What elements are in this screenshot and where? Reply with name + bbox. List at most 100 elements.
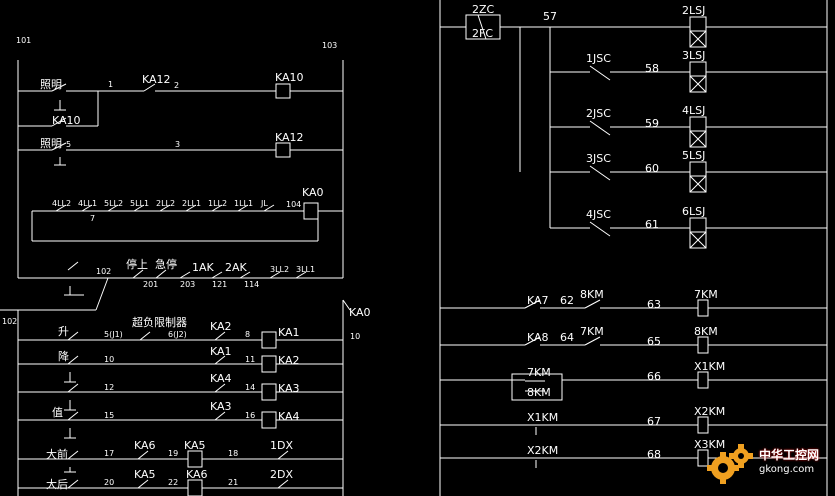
wire-label: 59 (645, 117, 659, 130)
coil-ka3 (261, 383, 277, 401)
rung-forward: 大前 17 KA6 19 KA5 18 1DX (18, 439, 343, 473)
lsj-branches: 2LSJ1JSC583LSJ2JSC594LSJ3JSC605LSJ4JSC61… (550, 4, 827, 249)
wire-label: 67 (647, 415, 661, 428)
coil-label: X1KM (694, 360, 725, 373)
coil-label: 7KM (694, 288, 718, 301)
coil-ka5 (187, 450, 203, 468)
watermark-domain: gkong.com (759, 464, 815, 475)
coil-x2km (697, 416, 709, 434)
contact-blade (524, 336, 541, 346)
wire-label: 68 (647, 448, 661, 461)
coil-body (689, 130, 707, 148)
interlock-label: 8KM (580, 288, 604, 301)
coil-label: 5LSJ (682, 149, 705, 162)
coil-hatch (689, 75, 707, 93)
wire-label: 64 (560, 331, 574, 344)
coil-2lsj (689, 16, 707, 32)
contact-label: KA12 (142, 73, 171, 86)
right-panel: 2ZC 2FC 57 2LSJ1JSC583LSJ2JSC594LSJ3JSC6… (439, 0, 828, 496)
rung-up: 升 5(J1) 超负限制器 6(J2) KA2 8 KA1 (18, 315, 343, 349)
contact-blade (584, 336, 601, 346)
coil-body (689, 75, 707, 93)
coil-label: 3LSJ (682, 49, 705, 62)
button-label: 值 (52, 406, 63, 419)
wire-label: 18 (228, 449, 238, 458)
coil-label: KA3 (278, 382, 300, 395)
rung-back: 大后 20 KA5 22 KA6 21 2DX (18, 468, 343, 496)
contact-label: 3JSC (586, 152, 611, 165)
button-label: 停上 (126, 257, 148, 271)
wire-label: 58 (645, 62, 659, 75)
wire-label: 5(J1) (104, 330, 123, 339)
contact-label: 2FC (472, 27, 493, 40)
contact-label: 3LL1 (296, 265, 315, 274)
wire-label: 63 (647, 298, 661, 311)
contact-label: KA5 (134, 468, 156, 481)
wire-label: 8 (245, 330, 250, 339)
contact-label: 2JSC (586, 107, 611, 120)
wire-label: 203 (180, 280, 195, 289)
coil-hatch (689, 30, 707, 48)
limiter-label: 超负限制器 (132, 315, 187, 329)
rung-ka4: 值 15 KA3 16 KA4 (18, 400, 343, 439)
wire-label: 7 (90, 214, 95, 223)
contact-label: X1KM (527, 411, 558, 424)
wire-label: 22 (168, 478, 178, 487)
coil-label: KA10 (275, 71, 304, 84)
wire-label: 201 (143, 280, 158, 289)
node-103: 103 (322, 41, 337, 50)
rung-3: 4LL2 4LL1 7 5LL2 5LL1 2LL2 2LL1 1LL2 1LL… (31, 186, 343, 242)
button-label: 大后 (46, 477, 68, 491)
wire-label: 66 (647, 370, 661, 383)
coil-label: KA12 (275, 131, 304, 144)
contact-label: 1JSC (586, 52, 611, 65)
contact-label: 1LL1 (234, 199, 253, 208)
switch-label: 照明 (40, 78, 62, 91)
wire-label: 10 (104, 355, 114, 364)
coil-ka12 (275, 142, 291, 158)
contact-label: 5LL1 (130, 199, 149, 208)
contact-blade (584, 299, 601, 309)
wire-label: 62 (560, 294, 574, 307)
wire-label: 19 (168, 449, 178, 458)
wire-label: 11 (245, 355, 255, 364)
wire-label: 17 (104, 449, 114, 458)
contact-label: 1LL2 (208, 199, 227, 208)
coil-3lsj (689, 61, 707, 77)
button-label: 急停 (155, 257, 177, 271)
contact-blade (589, 120, 611, 136)
coil-x1km (697, 371, 709, 389)
coil-5lsj (689, 161, 707, 177)
wire-label: 16 (245, 411, 255, 420)
switch-label: 照明 (40, 137, 62, 150)
coil-8km (697, 336, 709, 354)
contact-label: 4LL2 (52, 199, 71, 208)
contact-label: KA4 (210, 372, 232, 385)
coil-label: 2LSJ (682, 4, 705, 17)
wire-label: 20 (104, 478, 114, 487)
contact-label: X2KM (527, 444, 558, 457)
wire-label: 6(J2) (168, 330, 187, 339)
contact-label: 4JSC (586, 208, 611, 221)
coil-4lsj (689, 116, 707, 132)
switch-label: 2AK (225, 261, 248, 274)
coil-ka2 (261, 355, 277, 373)
node-101: 101 (16, 36, 31, 45)
coil-7km (697, 299, 709, 317)
rung-down: 降 10 KA1 11 KA2 (18, 345, 343, 383)
contact-blade (524, 299, 541, 309)
wire-label: 1 (108, 80, 113, 89)
rung-1: 照明 1 KA12 2 KA10 (18, 71, 343, 126)
coil-label: X3KM (694, 438, 725, 451)
relay-label: 1DX (270, 439, 293, 452)
button-label: 升 (58, 325, 69, 338)
contact-label: 2ZC (472, 3, 495, 16)
wire-label: 102 (96, 267, 111, 276)
contact-label: KA6 (134, 439, 156, 452)
contact-label: KA1 (210, 345, 232, 358)
contact-label: 7KM (527, 366, 551, 379)
watermark-brand: 中华工控网 (759, 448, 820, 462)
coil-ka1 (261, 331, 277, 349)
